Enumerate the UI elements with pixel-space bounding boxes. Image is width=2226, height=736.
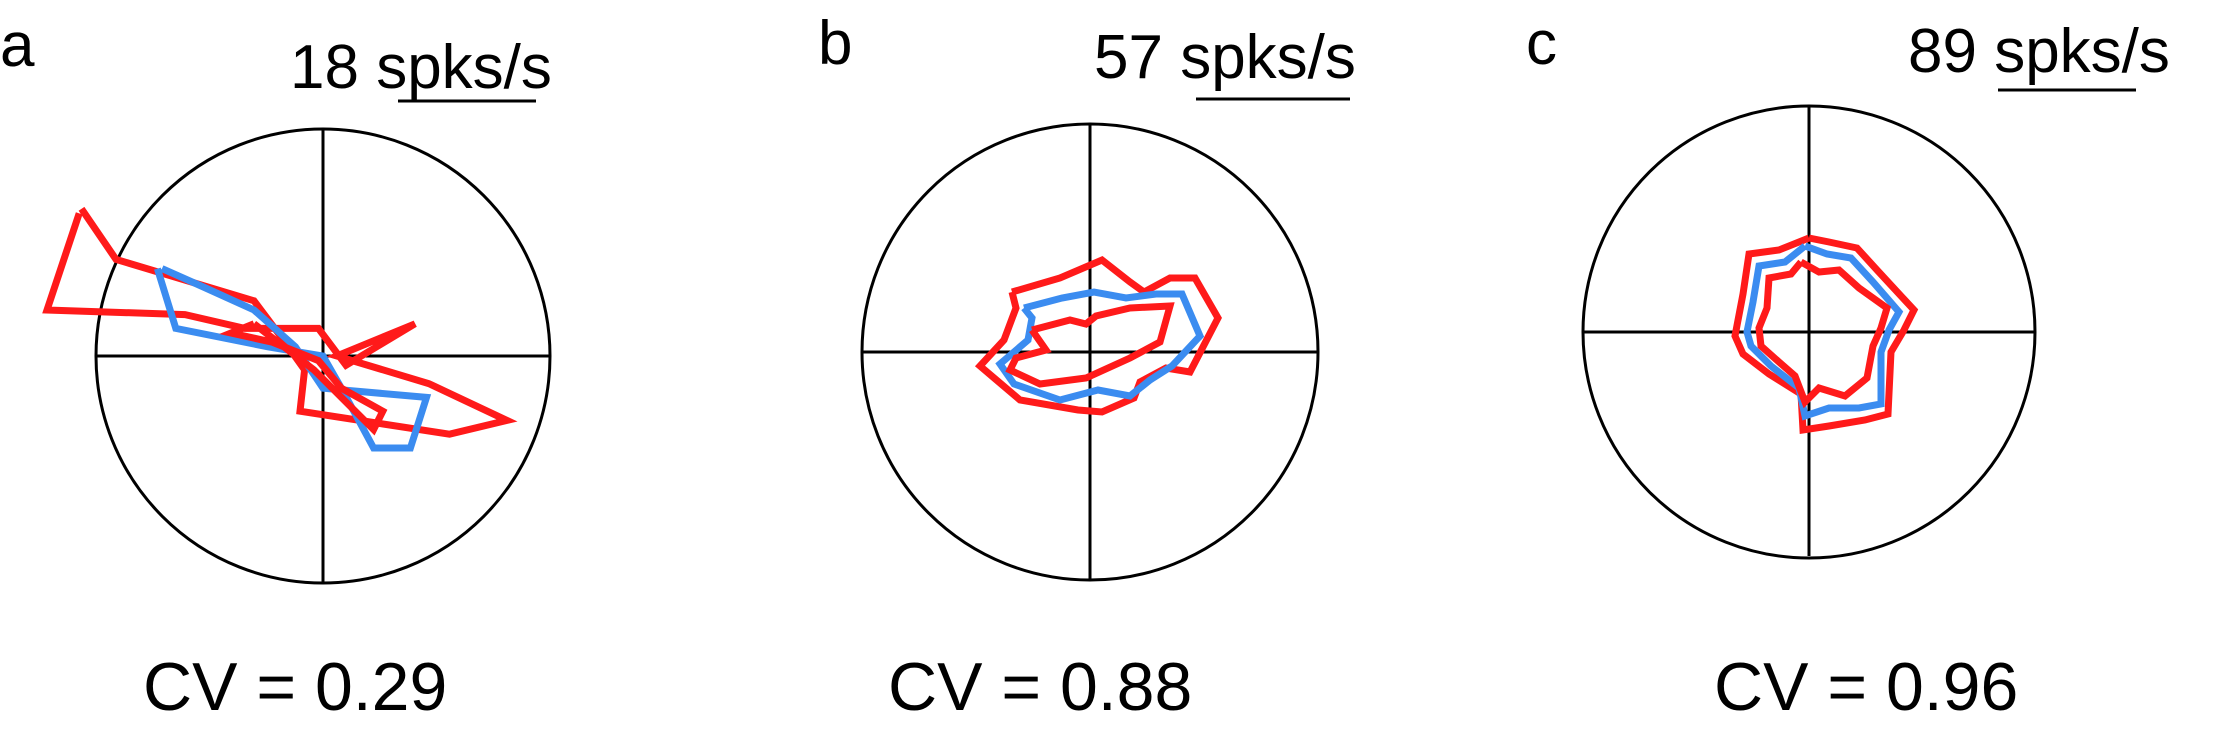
panel-b-mean-tuning-curve [995, 288, 1205, 404]
panel-c-label: c [1526, 9, 1557, 78]
panel-a-cv-label: CV = 0.29 [143, 649, 447, 725]
panel-a-mean-tuning-curve [154, 265, 432, 452]
panel-b-label: b [818, 9, 852, 78]
panel-a-label: a [0, 11, 35, 80]
panel-c-lower-tuning-curve [1755, 258, 1892, 409]
panel-c-scale-label: 89 spks/s [1908, 17, 2170, 86]
panel-c-cv-label: CV = 0.96 [1714, 649, 2018, 725]
panel-a: a 18 spks/s CV = 0.29 [0, 11, 552, 725]
panel-a-scale-label: 18 spks/s [290, 33, 552, 102]
panel-c: c 89 spks/s CV = 0.96 [1526, 9, 2170, 725]
panel-a-upper-tuning-curve [42, 206, 518, 438]
panel-a-lower-tuning-curve [219, 320, 388, 436]
panel-c-series [1731, 234, 1919, 435]
panel-c-upper-tuning-curve [1731, 234, 1919, 435]
panel-a-series [42, 206, 518, 452]
panel-c-mean-tuning-curve [1743, 242, 1904, 421]
panel-b-scale-label: 57 spks/s [1094, 23, 1356, 92]
panel-b-series [974, 255, 1222, 416]
panel-b: b 57 spks/s CV = 0.88 [818, 9, 1356, 725]
panel-b-lower-tuning-curve [1005, 302, 1175, 388]
panel-b-cv-label: CV = 0.88 [888, 649, 1192, 725]
